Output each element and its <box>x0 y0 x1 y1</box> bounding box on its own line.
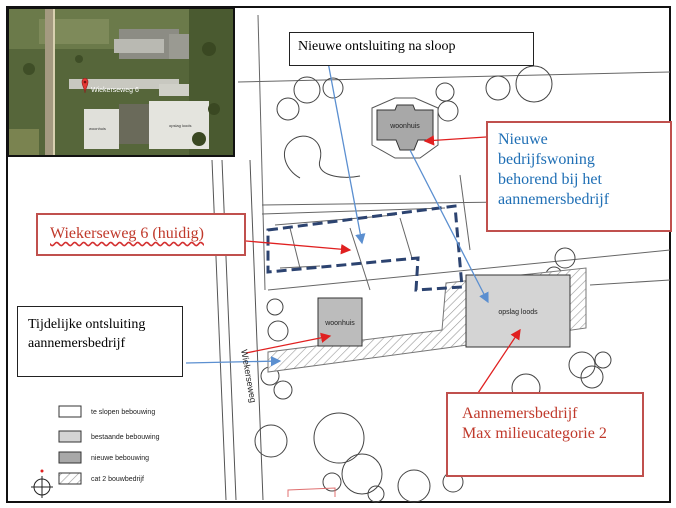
satellite-image: Wiekerseweg 6 woonhuis opslag loods <box>9 9 233 155</box>
new-house-label: woonhuis <box>389 123 420 130</box>
legend: te slopen bebouwing bestaande bebouwing … <box>58 405 160 485</box>
callout-temporary-access: Tijdelijke ontsluiting aannemersbedrijf <box>17 306 183 377</box>
callout-new-dwelling-line-3: behorend bij het <box>498 171 602 188</box>
arrow-new-access <box>327 61 366 245</box>
arrow-temporary-access <box>185 355 282 367</box>
current-plot-dashed-outline <box>266 204 464 292</box>
legend-label-new: nieuwe bebouwing <box>91 455 149 462</box>
arrow-existing-house <box>245 332 332 354</box>
arrow-contractor <box>477 328 521 394</box>
legend-swatch-cat2 <box>58 472 82 485</box>
satellite-inset: Wiekerseweg 6 woonhuis opslag loods <box>7 7 235 157</box>
legend-swatch-new <box>58 451 82 464</box>
callout-temporary-access-line-2: aannemersbedrijf <box>28 336 126 351</box>
satellite-pin-label: Wiekerseweg 6 <box>91 87 139 94</box>
north-compass-icon <box>31 469 53 498</box>
new-dwelling-outline <box>371 97 439 159</box>
callout-new-access-text: Nieuwe ontsluiting na sloop <box>298 39 456 54</box>
arrow-storage-link <box>409 149 489 304</box>
driveway-curve <box>283 135 361 179</box>
callout-new-dwelling-line-1: Nieuwe <box>498 131 548 148</box>
arrow-new-dwelling <box>423 135 487 146</box>
callout-new-dwelling-line-4: aannemersbedrijf <box>498 191 610 208</box>
callout-current-address-text: Wiekerseweg 6 (huidig) <box>50 225 204 242</box>
bottom-plot-fragment <box>287 487 336 497</box>
callout-contractor-line-1: Aannemersbedrijf <box>462 405 578 422</box>
existing-house-label: woonhuis <box>324 320 355 327</box>
satellite-woonhuis-label: woonhuis <box>89 126 106 131</box>
callout-new-access: Nieuwe ontsluiting na sloop <box>289 32 534 66</box>
callout-temporary-access-line-1: Tijdelijke ontsluiting <box>28 317 146 332</box>
legend-label-existing: bestaande bebouwing <box>91 434 160 441</box>
legend-label-demolish: te slopen bebouwing <box>91 409 155 416</box>
location-pin-icon <box>81 77 89 94</box>
callout-contractor: Aannemersbedrijf Max milieucategorie 2 <box>446 392 644 477</box>
legend-label-cat2: cat 2 bouwbedrijf <box>91 476 144 483</box>
callout-new-dwelling-line-2: bedrijfswoning <box>498 151 595 168</box>
legend-swatch-demolish <box>58 405 82 418</box>
satellite-loods-label: opslag loods <box>169 123 191 128</box>
arrow-current-address <box>245 240 352 255</box>
callout-current-address: Wiekerseweg 6 (huidig) <box>36 213 246 256</box>
callout-new-dwelling: Nieuwe bedrijfswoning behorend bij het a… <box>486 121 672 232</box>
callout-contractor-line-2: Max milieucategorie 2 <box>462 425 607 442</box>
legend-swatch-existing <box>58 430 82 443</box>
storage-shed-label: opslag loods <box>498 309 538 316</box>
